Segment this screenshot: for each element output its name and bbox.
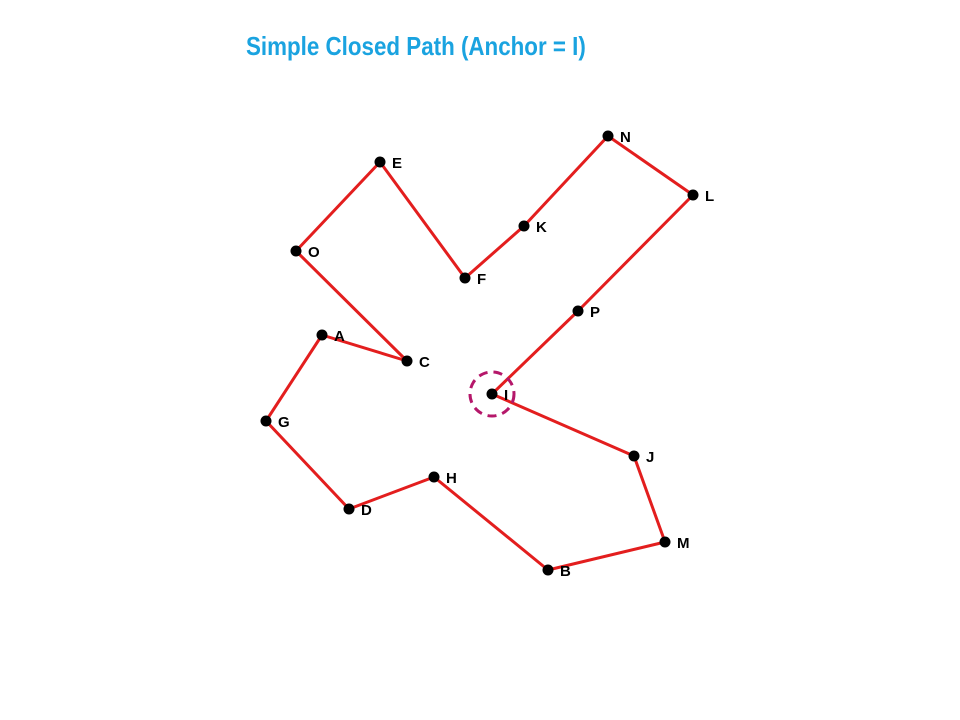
- point-label-k: K: [536, 219, 547, 236]
- point-f: [459, 272, 471, 284]
- point-label-a: A: [334, 328, 345, 345]
- edge-i-p: [490, 309, 580, 396]
- point-a: [316, 329, 328, 341]
- point-m: [659, 536, 671, 548]
- point-h: [428, 471, 440, 483]
- path-points: [260, 130, 699, 576]
- point-d: [343, 503, 355, 515]
- point-label-e: E: [392, 155, 402, 172]
- point-j: [628, 450, 640, 462]
- point-e: [374, 156, 386, 168]
- point-label-f: F: [477, 271, 486, 288]
- path-edges: [264, 134, 695, 572]
- edge-c-a: [320, 333, 409, 363]
- point-label-p: P: [590, 304, 600, 321]
- page-title: Simple Closed Path (Anchor = I): [246, 31, 586, 61]
- point-label-l: L: [705, 188, 714, 205]
- edge-k-f: [463, 224, 526, 280]
- point-n: [602, 130, 614, 142]
- point-c: [401, 355, 413, 367]
- edge-g-d: [264, 419, 351, 511]
- edge-n-k: [522, 134, 610, 228]
- edge-e-o: [294, 160, 382, 253]
- point-b: [542, 564, 554, 576]
- point-label-h: H: [446, 470, 457, 487]
- point-label-o: O: [308, 244, 320, 261]
- point-label-g: G: [278, 414, 290, 431]
- edge-m-j: [632, 454, 667, 544]
- edge-p-l: [576, 193, 695, 313]
- point-label-i: I: [504, 387, 508, 404]
- edge-b-m: [546, 540, 667, 572]
- point-g: [260, 415, 272, 427]
- point-label-c: C: [419, 354, 430, 371]
- point-label-b: B: [560, 563, 571, 580]
- point-label-n: N: [620, 129, 631, 146]
- edge-a-g: [264, 333, 324, 423]
- point-labels: N E L K O F P A C I G J H D M B: [278, 129, 714, 580]
- point-k: [518, 220, 530, 232]
- anchor-marker: [468, 370, 516, 418]
- point-p: [572, 305, 584, 317]
- edge-l-n: [606, 134, 695, 197]
- point-o: [290, 245, 302, 257]
- edge-d-h: [347, 475, 436, 511]
- edge-f-e: [378, 160, 467, 280]
- point-label-j: J: [646, 449, 654, 466]
- point-label-d: D: [361, 502, 372, 519]
- edge-h-b: [432, 475, 550, 572]
- edge-j-i: [490, 392, 636, 458]
- point-label-m: M: [677, 535, 690, 552]
- point-i: [486, 388, 498, 400]
- anchor-ring: [468, 370, 516, 418]
- point-l: [687, 189, 699, 201]
- edge-o-c: [294, 249, 409, 363]
